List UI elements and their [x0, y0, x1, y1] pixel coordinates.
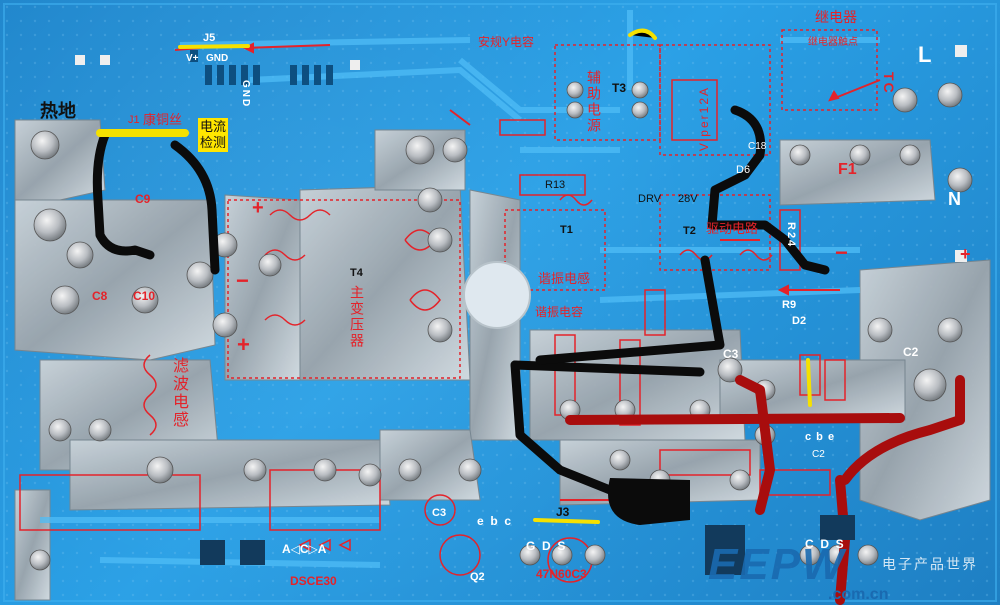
- yellow-marks: [96, 28, 812, 524]
- c3-right-label: C3: [723, 347, 739, 361]
- resonant-cap-label: 谐振电容: [535, 305, 584, 319]
- manganin-wire-label: 康铜丝: [143, 112, 183, 127]
- aux-power-label: 辅助电源: [586, 70, 602, 134]
- d2-label: D2: [792, 315, 807, 327]
- gds-label: G D S: [526, 539, 566, 553]
- resonant-inductor-label: 谐振电感: [538, 271, 591, 286]
- watermark-domain: .com.cn: [828, 586, 889, 603]
- f1-label: F1: [838, 161, 857, 178]
- mounting-hole: [463, 261, 531, 329]
- main-transformer-label: 主变压器: [349, 285, 365, 349]
- d6-label: D6: [736, 164, 751, 176]
- t1-label: T1: [560, 224, 573, 236]
- filter-inductor-label: 滤波电感: [170, 357, 187, 429]
- drive-circuit-label: 驱动电路: [706, 221, 759, 236]
- plus-sign-top: +: [252, 197, 264, 219]
- minus-sign-left: −: [236, 268, 249, 293]
- drv-label: DRV: [638, 193, 662, 205]
- black-marker-blob: [608, 478, 690, 525]
- r9-label: R9: [782, 299, 797, 311]
- plus-sign-right: +: [960, 244, 971, 264]
- viper12a-label: Viper12A: [697, 86, 711, 152]
- silkscreen-outlines: [19, 29, 878, 583]
- cbe-right-label: c b e: [805, 431, 836, 443]
- plus-sign-left: +: [237, 332, 250, 357]
- n-terminal-label: N: [948, 189, 961, 209]
- hot-ground-label: 热地: [40, 101, 76, 121]
- relay-note-label: 继电器触点: [808, 37, 858, 48]
- c8-label: C8: [92, 289, 108, 303]
- j5-label: J5: [203, 32, 216, 44]
- gnd-vertical-label: GND: [240, 80, 251, 109]
- eepw-watermark: EEPW 电子产品世界 .com.cn: [700, 540, 1000, 605]
- r24-label: R24: [785, 222, 797, 249]
- ebc-label: e b c: [477, 514, 512, 528]
- r13-label: R13: [545, 179, 566, 191]
- gnd-label: GND: [206, 53, 229, 64]
- watermark-main: EEPW: [708, 540, 846, 589]
- t2-label: T2: [683, 225, 696, 237]
- dsce30-label: DSCE30: [290, 574, 337, 588]
- cds-right-label: C D S: [805, 537, 844, 551]
- c2-small-label: C2: [812, 449, 825, 460]
- c18-label: C18: [748, 141, 767, 152]
- c10-label: C10: [133, 289, 156, 303]
- current-detect-label: 电流 检测: [198, 118, 229, 152]
- t3-label: T3: [612, 81, 627, 95]
- acx-label: A◁C▷A: [282, 542, 327, 556]
- v-plus-label: V+: [186, 53, 199, 64]
- tc-label: TC: [881, 72, 897, 95]
- component-bodies: [200, 515, 855, 575]
- q2-label: Q2: [470, 571, 485, 583]
- minus-sign-right: −: [835, 240, 848, 265]
- l-terminal-label: L: [918, 42, 932, 67]
- c2-label: C2: [903, 345, 919, 359]
- mosfet-label: 47N60C3: [536, 567, 587, 581]
- safety-cap-label: 安规Y电容: [478, 35, 535, 49]
- v28-label: 28V: [678, 193, 698, 205]
- c3-left-label: C3: [432, 507, 447, 519]
- j1-label: J1: [128, 114, 140, 126]
- relay-label: 继电器: [815, 9, 857, 25]
- watermark-chinese: 电子产品世界: [882, 556, 978, 572]
- c9-label: C9: [135, 192, 151, 206]
- t4-label: T4: [350, 267, 363, 279]
- j3-label: J3: [556, 505, 570, 519]
